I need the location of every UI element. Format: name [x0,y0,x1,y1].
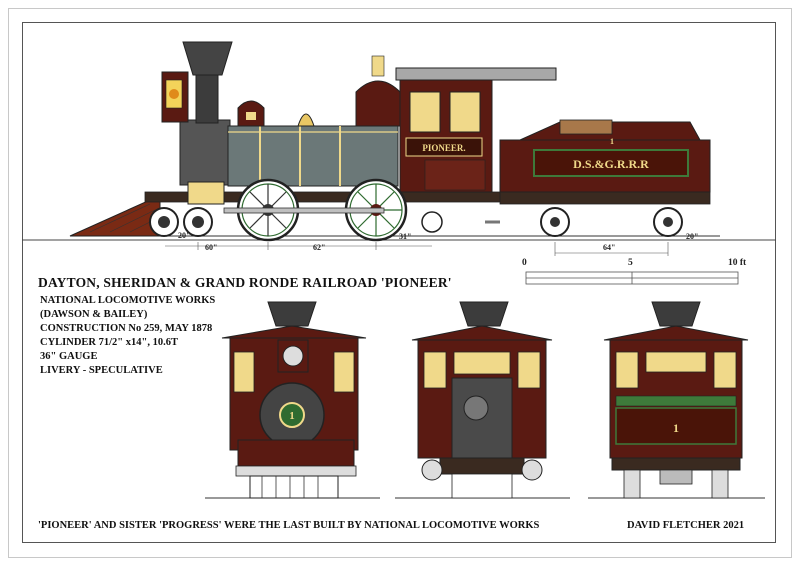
dim-label: 31" [399,232,412,241]
cylinder [187,181,225,205]
tender-top-number: 1 [610,137,614,146]
spec-line: NATIONAL LOCOMOTIVE WORKS [40,295,216,306]
spec-line: CYLINDER 71/2" x14", 10.6T [40,337,178,348]
coal-box [559,119,613,135]
author-credit: DAVID FLETCHER 2021 [627,520,745,531]
name-plate-text: PIONEER. [422,143,465,153]
dimension-lines [165,242,669,256]
cab-rear-view [395,301,570,499]
dim-label: 20" [178,231,191,240]
scale-bar [525,271,739,285]
spec-line: CONSTRUCTION No 259, MAY 1878 [40,323,213,334]
spec-line: LIVERY - SPECULATIVE [40,365,163,376]
cab-roof [395,67,557,81]
dim-label: 20" [686,232,699,241]
footer-note: 'PIONEER' AND SISTER 'PROGRESS' WERE THE… [38,520,540,531]
drawing-title: DAYTON, SHERIDAN & GRAND RONDE RAILROAD … [38,275,452,290]
drawing-frame [22,22,776,543]
front-number: 1 [289,410,295,422]
tender-panel [533,149,689,177]
number-plate [279,402,305,428]
outer-border [8,8,792,558]
boiler [227,125,399,187]
tender-rear-panel [615,407,737,445]
steam-dome [355,80,401,127]
tender-lettering: D.S.&G.R.R.R [573,157,649,171]
bell [297,113,315,127]
smokestack-cap [182,41,233,76]
dim-label: 62" [313,243,326,252]
tender-rear-view: 1 [588,301,765,499]
name-plate [405,137,483,157]
scale-label-start: 0 [522,258,527,268]
dim-label: 60" [205,243,218,252]
scale-label-end: 10 ft [728,258,747,268]
smokebox [179,119,231,186]
scale-label-mid: 5 [628,258,633,268]
front-view: 1 [205,301,380,499]
spec-line: (DAWSON & BAILEY) [40,309,148,320]
smokestack [195,74,219,124]
side-rod [223,207,385,214]
spec-line: 36" GAUGE [40,351,98,362]
tender-rear-number: 1 [673,421,679,435]
side-view: PIONEER. [69,41,720,242]
dim-label: 64" [603,243,616,252]
